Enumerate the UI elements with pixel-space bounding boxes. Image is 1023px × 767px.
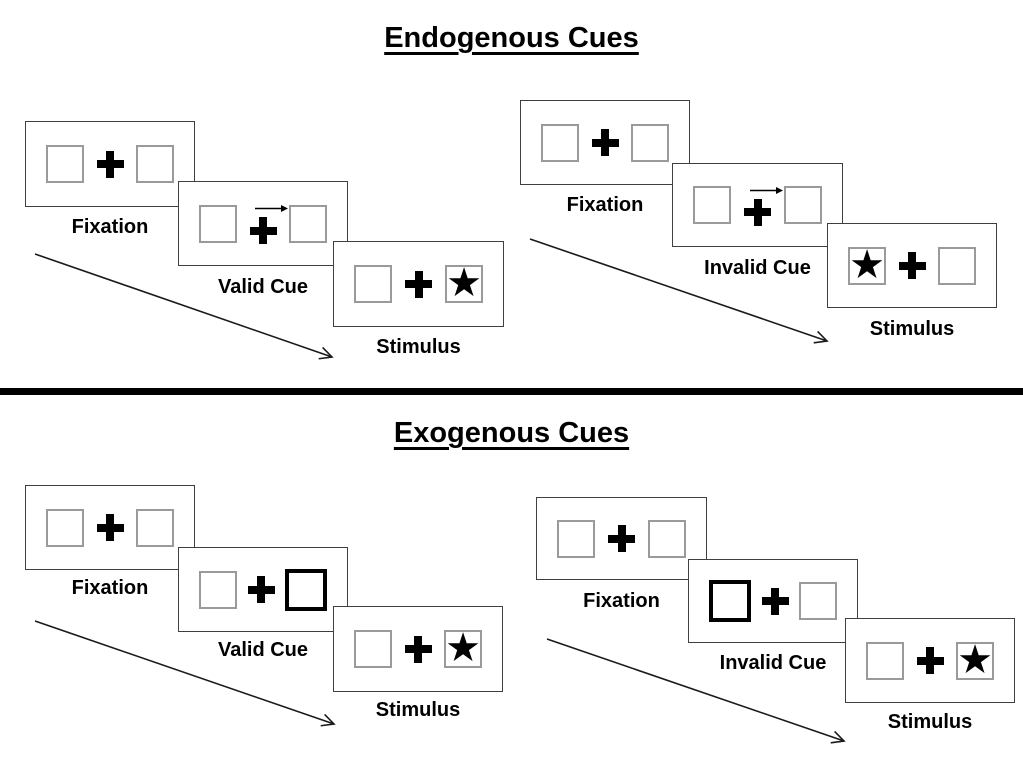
left-placeholder-square [354,630,392,668]
left-placeholder-square [46,145,84,183]
center-slot [761,573,789,629]
left-placeholder-square [557,519,595,558]
left-placeholder-square [693,186,731,224]
right-placeholder-square [799,582,837,620]
panel-endogenous-valid-fixation [25,121,195,207]
panel-label-fixation: Fixation [71,216,149,238]
fixation-cross-icon [405,270,432,298]
cue-highlight-square [285,568,327,611]
panel-label-stimulus: Stimulus [376,336,461,358]
panel-endogenous-invalid-fixation [520,100,690,185]
center-slot [733,177,783,233]
panel-label-valid-cue: Valid Cue [217,639,309,661]
cue-arrow-icon [749,186,783,194]
panel-label-stimulus: Stimulus [375,699,461,721]
center-slot [96,136,124,192]
fixation-cross-icon [898,252,926,279]
target-star-icon: ★ [445,625,481,671]
sequence-arrow [546,638,846,744]
fixation-cross-icon [249,217,277,244]
fixation-cross-icon [761,587,789,615]
left-placeholder-square [866,641,904,680]
target-star-icon: ★ [957,636,993,683]
panel-endogenous-valid-stimulus: ★ [333,241,504,327]
fixation-cross-icon [591,129,619,156]
panel-endogenous-invalid-stimulus: ★ [827,223,997,308]
section-title-text: Endogenous Cues [384,22,639,54]
center-slot [404,621,432,677]
panel-label-fixation: Fixation [566,194,644,216]
panel-exogenous-invalid-stimulus: ★ [845,618,1015,703]
cue-arrow-icon [255,205,288,212]
left-placeholder-square [354,265,392,303]
left-placeholder-square [199,204,237,243]
sequence-arrow [34,620,336,727]
left-placeholder-square [46,508,84,547]
panel-label-invalid-cue: Invalid Cue [719,652,827,674]
right-placeholder-square [648,519,686,558]
panel-exogenous-invalid-cue [688,559,858,643]
section-title-exogenous: Exogenous Cues [0,417,1023,450]
right-placeholder-square [136,508,174,547]
panel-endogenous-valid-cue [178,181,348,266]
center-slot [238,196,288,252]
fixation-cross-icon [744,198,771,226]
center-slot [405,256,432,312]
left-placeholder-square [541,123,579,162]
right-placeholder-square [136,145,174,183]
panel-exogenous-valid-stimulus: ★ [333,606,503,692]
panel-label-invalid-cue: Invalid Cue [704,257,811,279]
panel-endogenous-invalid-cue [672,163,843,247]
cue-highlight-square [709,580,751,622]
panel-exogenous-valid-cue [178,547,348,632]
fixation-cross-icon [916,647,944,674]
center-slot [608,511,635,567]
right-placeholder-square [631,123,669,162]
panel-label-stimulus: Stimulus [887,711,973,733]
right-placeholder-square [938,246,976,285]
center-slot [247,562,275,618]
section-title-text: Exogenous Cues [393,417,630,449]
center-slot [916,633,944,689]
sequence-arrow [34,253,334,360]
target-square: ★ [956,636,994,683]
target-square: ★ [848,241,886,288]
section-title-endogenous: Endogenous Cues [0,22,1023,55]
left-placeholder-square [199,570,237,609]
center-slot [96,500,124,556]
fixation-cross-icon [96,150,124,178]
fixation-cross-icon [404,635,432,663]
panel-label-stimulus: Stimulus [869,318,955,340]
panel-exogenous-valid-fixation [25,485,195,570]
right-placeholder-square [784,186,822,224]
right-placeholder-square [289,204,327,243]
section-divider [0,388,1023,395]
center-slot [898,238,926,294]
panel-exogenous-invalid-fixation [536,497,707,580]
target-square: ★ [445,260,483,306]
fixation-cross-icon [608,525,635,552]
panel-label-fixation: Fixation [71,577,149,599]
panel-label-valid-cue: Valid Cue [217,276,309,298]
target-star-icon: ★ [446,260,482,306]
center-slot [591,115,619,171]
target-star-icon: ★ [849,241,885,288]
sequence-arrow [529,238,829,344]
target-square: ★ [444,625,482,671]
panel-label-fixation: Fixation [583,590,660,612]
fixation-cross-icon [96,514,124,541]
fixation-cross-icon [247,576,275,603]
